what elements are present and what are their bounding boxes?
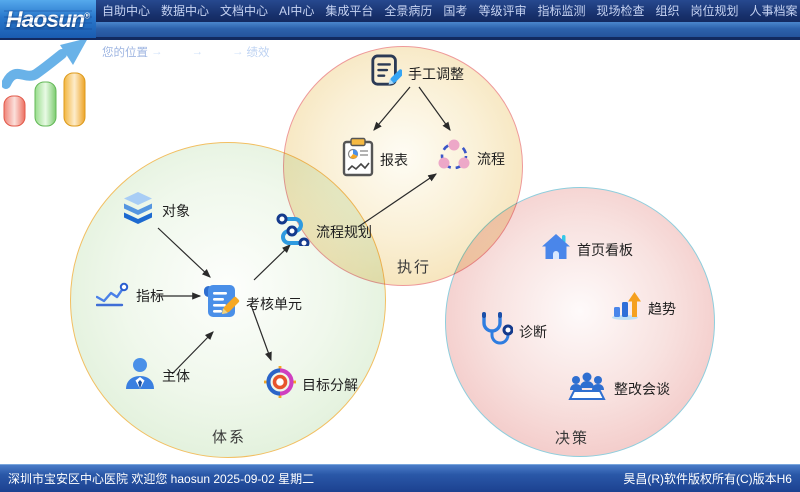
breadcrumb-arrow-icon: → [232, 45, 244, 58]
node-label: 考核单元 [246, 295, 302, 312]
meeting-icon [566, 372, 608, 405]
node-assess-unit[interactable]: 考核单元 [202, 282, 302, 325]
trend-bars-icon [612, 292, 642, 325]
breadcrumb-bar: 您的位置 → 登出 → 首页 → 绩效 [0, 22, 800, 59]
layers-icon [120, 190, 156, 231]
line-chart-icon [95, 278, 130, 313]
menu-item-hr-archive[interactable]: 人事档案 [749, 4, 798, 18]
registered-mark: ® [84, 10, 91, 20]
stethoscope-icon [477, 311, 514, 352]
status-bar-hospital-welcome: 深圳市宝安区中心医院 欢迎您 haosun 2025-09-02 星期二 [8, 472, 315, 486]
node-goal-split[interactable]: 目标分解 [264, 366, 358, 403]
node-label: 主体 [162, 367, 190, 384]
logo-text: Haosun® [5, 5, 91, 32]
node-label: 整改会谈 [614, 380, 670, 397]
node-label: 流程 [477, 150, 505, 167]
node-label: 手工调整 [408, 65, 464, 82]
breadcrumb-home-link[interactable]: 首页 [206, 46, 229, 59]
growth-arrow-bars-icon [1, 38, 88, 127]
node-label: 对象 [162, 202, 190, 219]
breadcrumb-arrow-icon: → [151, 45, 163, 58]
breadcrumb-logout-link[interactable]: 登出 [165, 46, 189, 59]
scroll-pencil-icon [202, 282, 240, 325]
node-trend[interactable]: 趋势 [612, 292, 676, 325]
menu-item-position-planning[interactable]: 岗位规划 [690, 4, 739, 18]
breadcrumb-performance-link[interactable]: 绩效 [246, 46, 270, 59]
breadcrumb: 您的位置 → 登出 → 首页 → 绩效 [102, 44, 270, 59]
node-label: 指标 [136, 287, 164, 304]
node-report[interactable]: 报表 [342, 137, 408, 182]
node-object[interactable]: 对象 [120, 190, 190, 231]
app-logo[interactable]: Haosun® [0, 0, 96, 38]
node-indicator[interactable]: 指标 [95, 278, 164, 313]
target-icon [264, 366, 296, 403]
clipboard-chart-icon [342, 137, 374, 182]
region-label-decision: 决策 [555, 430, 590, 447]
node-process-plan[interactable]: 流程规划 [276, 212, 372, 251]
main-menu: 自助中心 数据中心 文档中心 AI中心 集成平台 全景病历 国考 等级评审 指标… [102, 0, 800, 22]
menu-item-ai-center[interactable]: AI中心 [279, 4, 315, 18]
node-label: 首页看板 [577, 241, 633, 258]
menu-item-doc-center[interactable]: 文档中心 [220, 4, 269, 18]
menu-item-panorama-emr[interactable]: 全景病历 [384, 4, 433, 18]
home-icon [541, 232, 571, 267]
node-label: 流程规划 [316, 223, 372, 240]
node-rectify-talk[interactable]: 整改会谈 [566, 372, 670, 405]
header: 自助中心 数据中心 文档中心 AI中心 集成平台 全景病历 国考 等级评审 指标… [0, 0, 800, 59]
status-bar: 深圳市宝安区中心医院 欢迎您 haosun 2025-09-02 星期二 昊昌(… [0, 464, 800, 492]
menu-item-indicator-monitor[interactable]: 指标监测 [537, 4, 586, 18]
menu-item-data-center[interactable]: 数据中心 [161, 4, 210, 18]
menu-item-grade-review[interactable]: 等级评审 [478, 4, 527, 18]
top-menu-bar: 自助中心 数据中心 文档中心 AI中心 集成平台 全景病历 国考 等级评审 指标… [0, 0, 800, 22]
person-icon [124, 356, 156, 395]
breadcrumb-prefix: 您的位置 [102, 46, 148, 59]
process-circles-icon [437, 139, 471, 178]
performance-venn-diagram: 对象 指标 主体 考核单元 [0, 40, 800, 464]
growth-chart-decoration [1, 36, 92, 133]
doc-pencil-icon [370, 54, 405, 93]
menu-item-organization[interactable]: 组织 [655, 4, 680, 18]
breadcrumb-arrow-icon: → [191, 45, 204, 58]
node-label: 目标分解 [302, 376, 358, 393]
menu-item-self-service[interactable]: 自助中心 [102, 4, 151, 18]
region-label-execution: 执行 [397, 259, 432, 276]
menu-item-site-inspection[interactable]: 现场检查 [596, 4, 645, 18]
node-home-board[interactable]: 首页看板 [541, 232, 633, 267]
status-bar-copyright: 昊昌(R)软件版权所有(C)版本H6 [623, 472, 792, 486]
node-label: 报表 [380, 151, 408, 168]
decision-circle [445, 187, 715, 457]
node-subject[interactable]: 主体 [124, 356, 190, 395]
node-diagnosis[interactable]: 诊断 [477, 311, 547, 352]
menu-item-national-exam[interactable]: 国考 [443, 4, 468, 18]
header-bottom-strip [0, 37, 800, 40]
node-process[interactable]: 流程 [437, 139, 505, 178]
menu-item-integration[interactable]: 集成平台 [325, 4, 374, 18]
node-manual-adjust[interactable]: 手工调整 [370, 54, 464, 93]
region-label-system: 体系 [212, 429, 247, 446]
flow-path-icon [276, 212, 310, 251]
node-label: 趋势 [648, 300, 676, 317]
node-label: 诊断 [519, 323, 547, 340]
